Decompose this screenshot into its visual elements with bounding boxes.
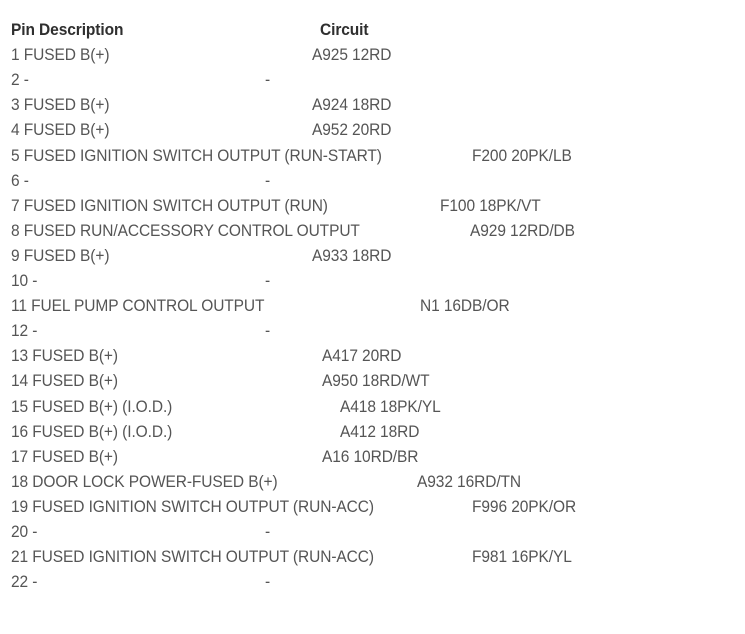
table-row: 8 FUSED RUN/ACCESSORY CONTROL OUTPUT A929… <box>0 219 745 244</box>
pin-description-cell: 15 FUSED B(+) (I.O.D.) <box>11 397 173 416</box>
table-row: 17 FUSED B(+) A16 10RD/BR <box>0 445 745 470</box>
column-header-pin-description: Pin Description <box>11 21 124 39</box>
pin-description-cell: 18 DOOR LOCK POWER-FUSED B(+) <box>11 472 278 491</box>
table-row: 12 - - <box>0 319 745 344</box>
circuit-cell: A933 18RD <box>312 246 392 265</box>
pin-description-cell: 9 FUSED B(+) <box>11 246 110 265</box>
circuit-cell: A925 12RD <box>312 46 392 65</box>
circuit-cell: A417 20RD <box>322 347 402 366</box>
circuit-cell: A929 12RD/DB <box>470 221 575 240</box>
pin-description-cell: 12 - <box>11 322 38 341</box>
pin-description-cell: 19 FUSED IGNITION SWITCH OUTPUT (RUN-ACC… <box>11 497 374 516</box>
table-row: 11 FUEL PUMP CONTROL OUTPUT N1 16DB/OR <box>0 294 745 319</box>
table-row: 2 - - <box>0 68 745 93</box>
pin-description-cell: 22 - <box>11 573 38 592</box>
circuit-cell: A932 16RD/TN <box>417 472 522 491</box>
pin-description-cell: 3 FUSED B(+) <box>11 96 110 115</box>
circuit-cell: - <box>265 573 271 592</box>
pin-description-cell: 1 FUSED B(+) <box>11 46 110 65</box>
pin-description-cell: 6 - <box>11 171 29 190</box>
circuit-cell: A952 20RD <box>312 121 392 140</box>
pin-description-cell: 5 FUSED IGNITION SWITCH OUTPUT (RUN-STAR… <box>11 146 382 165</box>
circuit-cell: A924 18RD <box>312 96 392 115</box>
circuit-cell: N1 16DB/OR <box>420 297 510 316</box>
circuit-cell: A418 18PK/YL <box>340 397 441 416</box>
circuit-cell: - <box>265 71 271 90</box>
circuit-cell: - <box>265 272 271 290</box>
pin-description-cell: 10 - <box>11 272 38 290</box>
table-row: 7 FUSED IGNITION SWITCH OUTPUT (RUN) F100… <box>0 194 745 219</box>
table-row: 4 FUSED B(+) A952 20RD <box>0 118 745 143</box>
table-row: 15 FUSED B(+) (I.O.D.) A418 18PK/YL <box>0 395 745 420</box>
table-row: 18 DOOR LOCK POWER-FUSED B(+) A932 16RD/T… <box>0 470 745 495</box>
pin-description-cell: 11 FUEL PUMP CONTROL OUTPUT <box>11 297 265 316</box>
pin-description-cell: 13 FUSED B(+) <box>11 347 118 366</box>
column-header-circuit: Circuit <box>320 21 369 39</box>
circuit-cell: - <box>265 322 271 341</box>
circuit-cell: F981 16PK/YL <box>472 548 572 567</box>
table-row: 16 FUSED B(+) (I.O.D.) A412 18RD <box>0 420 745 445</box>
pin-description-cell: 14 FUSED B(+) <box>11 372 118 391</box>
table-row: 22 - - <box>0 570 745 595</box>
circuit-cell: A412 18RD <box>340 422 420 441</box>
table-header-row: Pin Description Circuit <box>0 18 745 43</box>
circuit-cell: - <box>265 171 271 190</box>
table-row: 10 - - <box>0 269 745 294</box>
table-row: 13 FUSED B(+) A417 20RD <box>0 344 745 369</box>
pin-description-cell: 21 FUSED IGNITION SWITCH OUTPUT (RUN-ACC… <box>11 548 374 567</box>
table-row: 14 FUSED B(+) A950 18RD/WT <box>0 369 745 394</box>
circuit-cell: F200 20PK/LB <box>472 146 572 165</box>
table-row: 21 FUSED IGNITION SWITCH OUTPUT (RUN-ACC… <box>0 545 745 570</box>
table-row: 20 - - <box>0 520 745 545</box>
pin-description-cell: 16 FUSED B(+) (I.O.D.) <box>11 422 173 441</box>
circuit-cell: - <box>265 523 271 541</box>
table-row: 6 - - <box>0 169 745 194</box>
pin-description-cell: 17 FUSED B(+) <box>11 447 118 466</box>
circuit-cell: A950 18RD/WT <box>322 372 430 391</box>
table-row: 19 FUSED IGNITION SWITCH OUTPUT (RUN-ACC… <box>0 495 745 520</box>
table-row: 3 FUSED B(+) A924 18RD <box>0 93 745 118</box>
pin-description-cell: 2 - <box>11 71 29 90</box>
table-row: 5 FUSED IGNITION SWITCH OUTPUT (RUN-STAR… <box>0 144 745 169</box>
circuit-cell: F996 20PK/OR <box>472 497 577 516</box>
table-row: 9 FUSED B(+) A933 18RD <box>0 244 745 269</box>
circuit-cell: F100 18PK/VT <box>440 196 541 215</box>
pin-description-cell: 4 FUSED B(+) <box>11 121 110 140</box>
circuit-cell: A16 10RD/BR <box>322 447 419 466</box>
pin-description-cell: 7 FUSED IGNITION SWITCH OUTPUT (RUN) <box>11 196 328 215</box>
pin-description-cell: 8 FUSED RUN/ACCESSORY CONTROL OUTPUT <box>11 221 360 240</box>
table-row: 1 FUSED B(+) A925 12RD <box>0 43 745 68</box>
pin-description-cell: 20 - <box>11 523 38 541</box>
